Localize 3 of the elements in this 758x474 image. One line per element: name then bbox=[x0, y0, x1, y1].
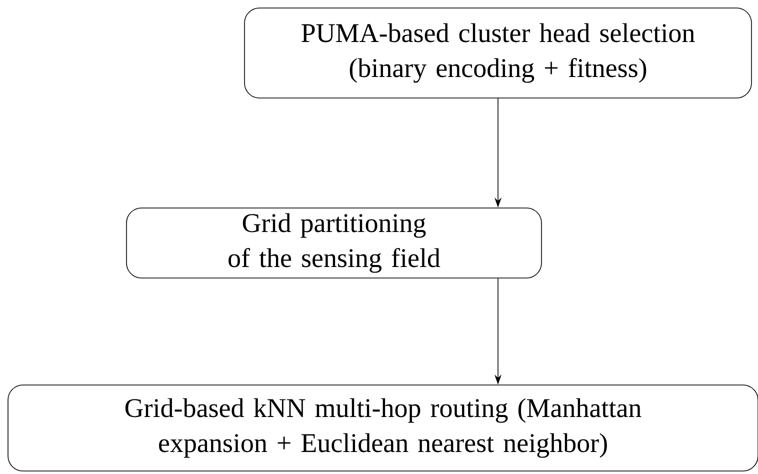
process-box: Grid-based kNN multi-hop routing (Manhattan expansion + Euclidean nearest neighbor) bbox=[8, 384, 758, 472]
process-box: PUMA-based cluster head selection (binary encoding + fitness) bbox=[244, 8, 752, 98]
process-box: Grid partitioning of the sensing field bbox=[126, 208, 542, 278]
